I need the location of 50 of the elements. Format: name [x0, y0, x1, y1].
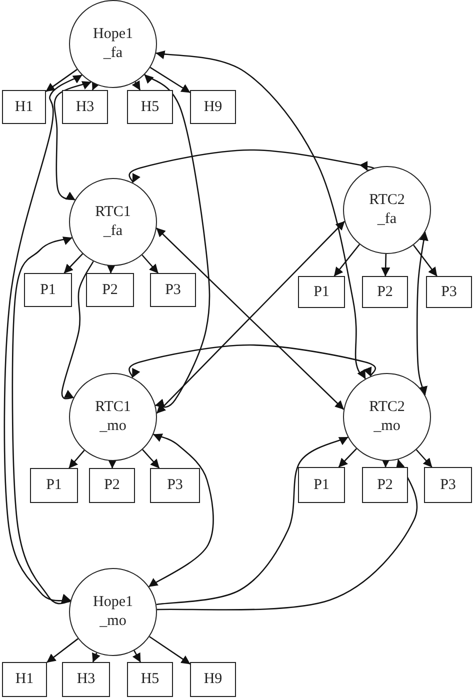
arrow — [149, 636, 190, 665]
indicator-box: P3 — [426, 276, 472, 308]
arrow — [68, 450, 85, 468]
indicator-box: H3 — [62, 90, 108, 124]
arrow — [132, 80, 141, 90]
arrow — [46, 68, 78, 92]
double-headed-arrow — [128, 344, 376, 378]
indicator-box: H1 — [2, 662, 47, 697]
arrow — [338, 448, 357, 468]
indicator-box: H3 — [62, 662, 110, 697]
arrow — [413, 244, 438, 276]
indicator-box: H5 — [127, 90, 173, 124]
arrow — [92, 652, 100, 662]
arrow — [156, 436, 348, 606]
indicator-box: H5 — [127, 662, 173, 697]
indicator-box: H9 — [190, 90, 236, 124]
indicator-box: P1 — [298, 467, 345, 503]
indicator-box: P2 — [89, 468, 135, 503]
arrow — [142, 449, 160, 468]
arrow — [64, 253, 84, 274]
arrow — [46, 638, 78, 663]
double-headed-arrow — [148, 433, 214, 588]
indicator-box: H1 — [2, 90, 46, 124]
arrow — [381, 254, 390, 276]
double-headed-arrow — [4, 74, 82, 604]
double-headed-arrow — [416, 232, 428, 396]
arrow — [334, 244, 360, 276]
double-headed-arrow — [12, 236, 72, 606]
arrow — [92, 80, 100, 90]
indicator-box: P2 — [362, 276, 408, 308]
indicator-box: P3 — [150, 273, 196, 307]
arrow — [142, 254, 158, 274]
indicator-box: P1 — [30, 468, 78, 503]
arrow — [61, 261, 94, 401]
double-headed-arrow — [54, 80, 92, 202]
double-headed-arrow — [144, 74, 210, 410]
arrow — [156, 459, 418, 610]
indicator-box: P3 — [424, 467, 472, 503]
indicator-box: P3 — [150, 468, 200, 503]
indicator-box: H9 — [190, 662, 236, 697]
double-headed-arrow — [156, 50, 366, 380]
indicator-box: P1 — [24, 273, 72, 307]
indicator-box: P2 — [86, 273, 134, 307]
arrow — [132, 650, 141, 662]
indicator-box: P2 — [362, 467, 408, 503]
arrow — [416, 449, 432, 468]
arrow — [108, 459, 117, 468]
arrow — [150, 66, 190, 94]
arrow — [106, 264, 116, 274]
indicator-box: P1 — [298, 276, 345, 308]
